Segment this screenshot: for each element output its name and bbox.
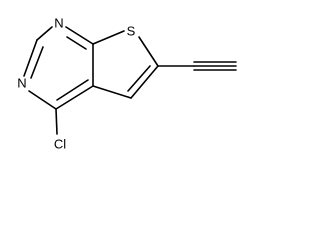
bond-c5-c4a [92,85,132,99]
atom-cl-label: Cl [54,136,66,151]
bond-n1-c2 [36,26,53,41]
bond-n3-c4 [28,90,57,110]
bond-c4-cl [55,108,58,135]
atom-n3-label: N [17,75,26,90]
structure-diagram: N N S Cl [17,15,237,152]
atom-s-label: S [127,23,136,38]
bond-c4-c4a [55,85,94,110]
bond-c4-c4a-double [56,79,89,101]
atom-n1-label: N [54,15,63,30]
bond-c7a-n1 [65,26,94,45]
bond-c7a-s [92,30,125,45]
bond-c6-c5 [130,65,159,99]
bond-s-c6 [138,36,159,67]
bond-c2-n3-double [30,46,44,79]
bond-c2-n3 [23,39,38,77]
molecule-drawing: N N S Cl [17,15,237,151]
bond-c7a-n1-double [66,36,87,50]
bond-c6-c5-double [127,65,151,92]
